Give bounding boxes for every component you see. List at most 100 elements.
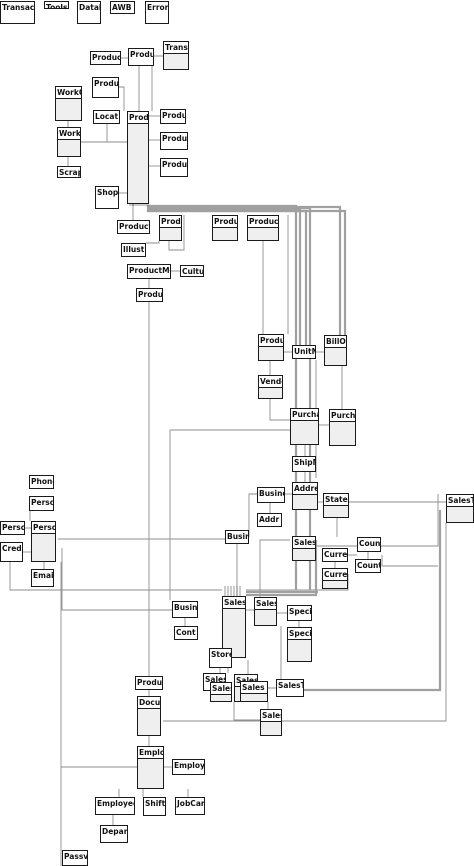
- table-password[interactable]: Passv: [62, 850, 88, 866]
- table-special-offer[interactable]: Specia: [287, 627, 312, 662]
- table-culture[interactable]: Cultu: [180, 265, 204, 277]
- table-product[interactable]: Produ: [127, 111, 149, 204]
- table-phone-number-type[interactable]: Phone: [29, 475, 54, 489]
- table-credit-card[interactable]: Credi: [0, 542, 23, 562]
- relationship-line: [233, 702, 260, 721]
- table-country-region[interactable]: Count: [355, 559, 381, 573]
- table-databaselog[interactable]: Datab: [77, 1, 101, 24]
- table-person-credit-card[interactable]: Perso: [0, 521, 25, 535]
- table-sales-tax-rate[interactable]: SalesI: [260, 709, 282, 736]
- table-name: Cont: [175, 627, 197, 639]
- table-currency-rate[interactable]: Curre: [322, 568, 348, 589]
- table-name: Busine: [173, 602, 197, 617]
- table-sales-order-header-a[interactable]: SalesT: [292, 536, 316, 561]
- table-name: Employe: [173, 760, 204, 774]
- table-employee-pay-history[interactable]: Employe: [172, 759, 205, 775]
- table-sales-order-header[interactable]: SalesO: [222, 596, 246, 658]
- table-workorder-routing[interactable]: Work: [57, 127, 81, 157]
- table-name: Emplo: [138, 747, 163, 759]
- table-purchase-order-header[interactable]: Purcha: [290, 408, 319, 445]
- table-name: Tools: [45, 2, 68, 8]
- table-vendor[interactable]: Vendo: [258, 375, 283, 399]
- table-name: Curre: [323, 549, 347, 561]
- table-scrap-reason[interactable]: Scrap: [57, 166, 81, 178]
- table-job-candidate[interactable]: JobCar: [175, 797, 205, 815]
- table-name: Transa: [164, 42, 188, 54]
- table-name: JobCar: [176, 798, 204, 814]
- table-employee-dept-history[interactable]: Employeel: [95, 797, 135, 815]
- table-illustration[interactable]: Illust: [121, 243, 146, 257]
- table-product-inventory[interactable]: Produc: [92, 77, 119, 98]
- table-name: SalesO: [211, 683, 231, 695]
- table-name: Curre: [323, 569, 347, 581]
- table-person[interactable]: Perso: [31, 521, 56, 562]
- table-shopping-cart[interactable]: Shop: [95, 186, 119, 209]
- table-product-list-price[interactable]: Produc: [160, 132, 188, 150]
- table-product-model[interactable]: Produ: [159, 215, 182, 241]
- table-name: Produ: [137, 289, 162, 301]
- table-name: Sales Pe: [241, 682, 267, 694]
- table-sales-person-quota[interactable]: Sales Pe: [240, 681, 268, 702]
- table-name: Produc: [136, 677, 162, 689]
- table-workorder[interactable]: WorkO: [55, 86, 82, 121]
- table-email-address[interactable]: Email: [31, 569, 54, 587]
- table-document[interactable]: Docu: [137, 696, 161, 736]
- table-product-document[interactable]: Product: [117, 220, 150, 234]
- relationship-line: [146, 241, 160, 244]
- table-product-photo[interactable]: Produ: [212, 215, 238, 241]
- table-address-type[interactable]: Addr: [257, 513, 282, 527]
- table-name: Cultu: [181, 266, 203, 276]
- table-name: Addr: [258, 514, 281, 526]
- table-purchase-order-detail[interactable]: Purcha: [329, 409, 356, 446]
- table-name: Product: [248, 216, 278, 228]
- table-name: Busin: [226, 531, 248, 543]
- table-sales-territory-history[interactable]: SalesT: [276, 679, 304, 697]
- table-bill-of-materials[interactable]: BillOf: [324, 335, 347, 366]
- table-address[interactable]: Addre: [292, 482, 318, 510]
- table-store[interactable]: Store: [209, 648, 232, 668]
- table-transaction[interactable]: Transact: [0, 1, 35, 24]
- table-ship-method[interactable]: ShipM: [292, 456, 316, 472]
- table-product-review[interactable]: Produc: [160, 158, 188, 177]
- table-country-region-currency[interactable]: Coun: [357, 537, 381, 552]
- table-name: Depart: [101, 826, 127, 842]
- table-department[interactable]: Depart: [100, 825, 128, 843]
- table-person-phone[interactable]: Perso: [29, 496, 54, 511]
- table-contact-type[interactable]: Cont: [174, 626, 198, 640]
- table-product-small-a[interactable]: Produ: [128, 48, 154, 66]
- table-name: Produ: [213, 216, 237, 228]
- table-name: Illust: [122, 244, 145, 256]
- table-location[interactable]: Locat: [93, 110, 120, 124]
- table-shift[interactable]: Shift: [143, 797, 166, 816]
- table-business-entity[interactable]: Busin: [225, 530, 249, 544]
- table-awbuildversion[interactable]: AWB: [110, 1, 135, 14]
- table-sales-order-reason[interactable]: SalesO: [210, 682, 232, 702]
- table-transaction-history[interactable]: Transa: [163, 41, 189, 70]
- table-errorlog[interactable]: Error: [145, 1, 169, 24]
- table-product-subcategory[interactable]: Product: [247, 215, 279, 241]
- table-name: Produ: [161, 110, 185, 123]
- table-name: ProductMo: [128, 265, 170, 278]
- table-product-document-b[interactable]: Produc: [135, 676, 163, 690]
- table-sales-person[interactable]: SalesP: [254, 597, 277, 626]
- table-product-vendor[interactable]: Produ: [258, 334, 284, 361]
- table-tools[interactable]: Tools: [44, 1, 69, 9]
- relationship-line: [246, 574, 349, 591]
- relationship-line-bundle: [246, 540, 318, 597]
- table-business-entity-contact[interactable]: Busine: [172, 601, 198, 618]
- table-product-model-description[interactable]: ProductMo: [127, 264, 171, 279]
- table-product-cost-history[interactable]: Produ: [160, 109, 186, 124]
- table-product-model-illustration[interactable]: Produc: [90, 51, 121, 65]
- table-unit-measure[interactable]: UnitM: [292, 345, 316, 359]
- table-business-entity-address[interactable]: Busine: [257, 487, 285, 503]
- table-name: SalesP: [255, 598, 276, 610]
- table-product-description[interactable]: Produ: [136, 288, 163, 302]
- table-currency-a[interactable]: Curre: [322, 548, 348, 562]
- table-sales-territory-right[interactable]: SalesT: [446, 494, 474, 523]
- table-employee[interactable]: Emplo: [137, 746, 164, 789]
- table-name: UnitM: [293, 346, 315, 358]
- table-name: Perso: [32, 522, 55, 534]
- table-state-province[interactable]: StateP: [323, 493, 349, 518]
- table-special-offer-product[interactable]: Specia: [287, 605, 312, 621]
- table-name: SalesT: [293, 537, 315, 549]
